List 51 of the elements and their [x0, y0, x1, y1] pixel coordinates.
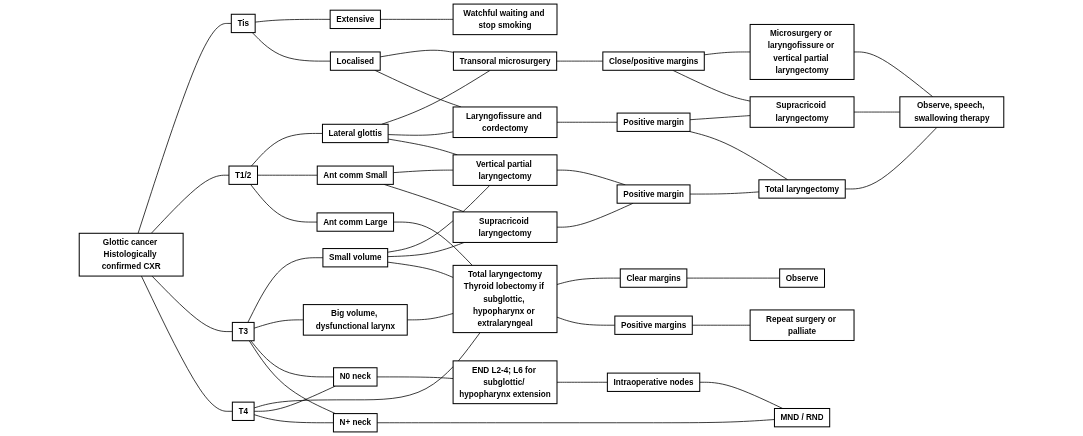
node-box: Positive margin: [616, 184, 691, 204]
connector: [387, 261, 454, 278]
node-box: Extensive: [329, 9, 381, 30]
connector: [137, 23, 232, 234]
node-box: Ant comm Large: [316, 212, 395, 232]
node-box: Supracricoid laryngectomy: [452, 211, 558, 243]
node-box: Ant comm Small: [316, 165, 394, 185]
connector: [248, 340, 336, 414]
node-box: Clear margins: [619, 268, 688, 288]
connector: [689, 131, 789, 181]
node-box: Close/positive margins: [602, 51, 705, 71]
connector: [699, 381, 784, 409]
node-box: Laryngofissure and cordectomy: [452, 106, 558, 139]
node-box: Watchful waiting and stop smoking: [452, 3, 558, 36]
node-box: Transoral microsurgery: [452, 51, 558, 71]
connector: [381, 69, 491, 125]
node-box: Lateral glottis: [321, 123, 389, 144]
connector: [393, 221, 473, 266]
node-box: Positive margins: [614, 315, 693, 335]
node-box: Microsurgery or laryngofissure or vertical partial laryngectomy: [749, 23, 855, 80]
connector: [250, 340, 334, 378]
node-box: T1/2: [228, 165, 258, 185]
node-box: Vertical partial laryngectomy: [452, 154, 558, 186]
node-box: T3: [231, 321, 255, 342]
connector: [141, 275, 233, 412]
node-box: N+ neck: [332, 413, 378, 433]
node-box: Localised: [329, 51, 381, 71]
node-box: MND / RND: [773, 408, 831, 428]
node-box: Intraoperative nodes: [606, 372, 701, 392]
connector: [387, 185, 491, 253]
connector: [250, 184, 318, 223]
node-box: END L2-4; L6 for subglottic/ hypopharynx extension: [452, 360, 558, 405]
node-box: N0 neck: [333, 367, 378, 387]
node-box: Total laryngectomy Thyroid lobectomy if subglottic, hypopharynx or extralaryngeal: [452, 264, 558, 334]
node-box: Glottic cancer Histologically confirmed CXR: [78, 232, 184, 277]
node-box: T4: [231, 401, 255, 421]
connector: [151, 275, 233, 332]
connector: [672, 69, 751, 102]
connector: [380, 19, 454, 20]
node-box: Supracricoid laryngectomy: [749, 96, 855, 128]
node-box: Observe: [779, 268, 825, 288]
node-box: Observe, speech, swallowing therapy: [899, 96, 1005, 128]
node-box: Big volume, dysfunctional larynx: [302, 304, 408, 336]
node-box: Repeat surgery or palliate: [749, 309, 855, 341]
connector: [251, 32, 331, 62]
node-box: Small volume: [322, 248, 389, 268]
connector: [257, 174, 318, 176]
node-box: Tis: [230, 13, 256, 34]
node-box: Total laryngectomy: [758, 179, 846, 199]
node-box: Positive margin: [616, 112, 691, 132]
connector: [251, 133, 323, 167]
